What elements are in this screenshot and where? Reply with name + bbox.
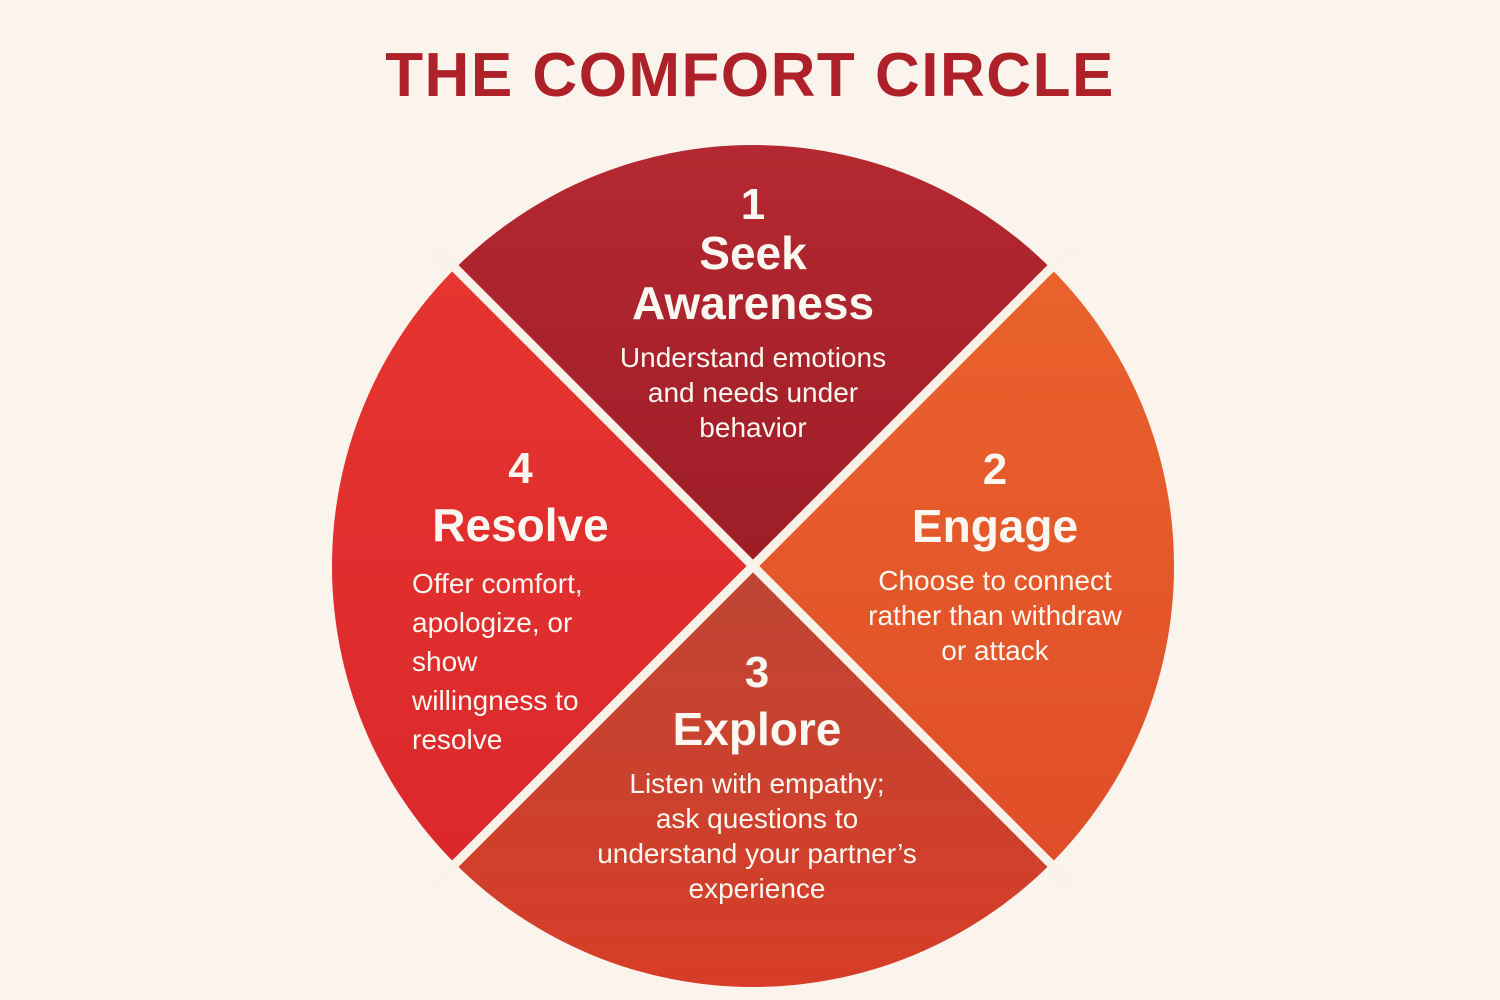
- segment-title: Engage: [911, 500, 1079, 552]
- segment-1-slice-seek-awareness: [455, 144, 1051, 566]
- segment-title: Seek Awareness: [631, 227, 875, 329]
- segment-3-slice-explore: [455, 566, 1051, 988]
- segment-description: Listen with empathy; ask questions to un…: [597, 768, 917, 904]
- segment-4-label-resolve: 4 Resolve Offer comfort, apologize, or s…: [408, 446, 633, 759]
- segment-number: 2: [982, 445, 1008, 494]
- segment-2-label-engage: 2 Engage Choose to connect rather than w…: [815, 447, 1175, 668]
- segment-description: Offer comfort, apologize, or show willin…: [412, 568, 583, 755]
- segment-4-slice-resolve: [331, 268, 753, 864]
- page-title: THE COMFORT CIRCLE: [385, 41, 1115, 110]
- segment-title: Explore: [672, 703, 842, 755]
- segment-description: Understand emotions and needs under beha…: [619, 342, 887, 443]
- segment-title: Resolve: [432, 499, 609, 551]
- segment-description: Choose to connect rather than withdraw o…: [868, 565, 1122, 666]
- segment-3-label-explore: 3 Explore Listen with empathy; ask quest…: [517, 650, 997, 906]
- segment-1-label-seek-awareness: 1 Seek Awareness Understand emotions and…: [543, 182, 963, 445]
- diagonal-divider-line: [431, 244, 1075, 888]
- segment-number: 1: [740, 180, 766, 229]
- segment-number: 3: [744, 648, 770, 697]
- segment-2-slice-engage: [753, 268, 1175, 864]
- segment-number: 4: [508, 444, 533, 493]
